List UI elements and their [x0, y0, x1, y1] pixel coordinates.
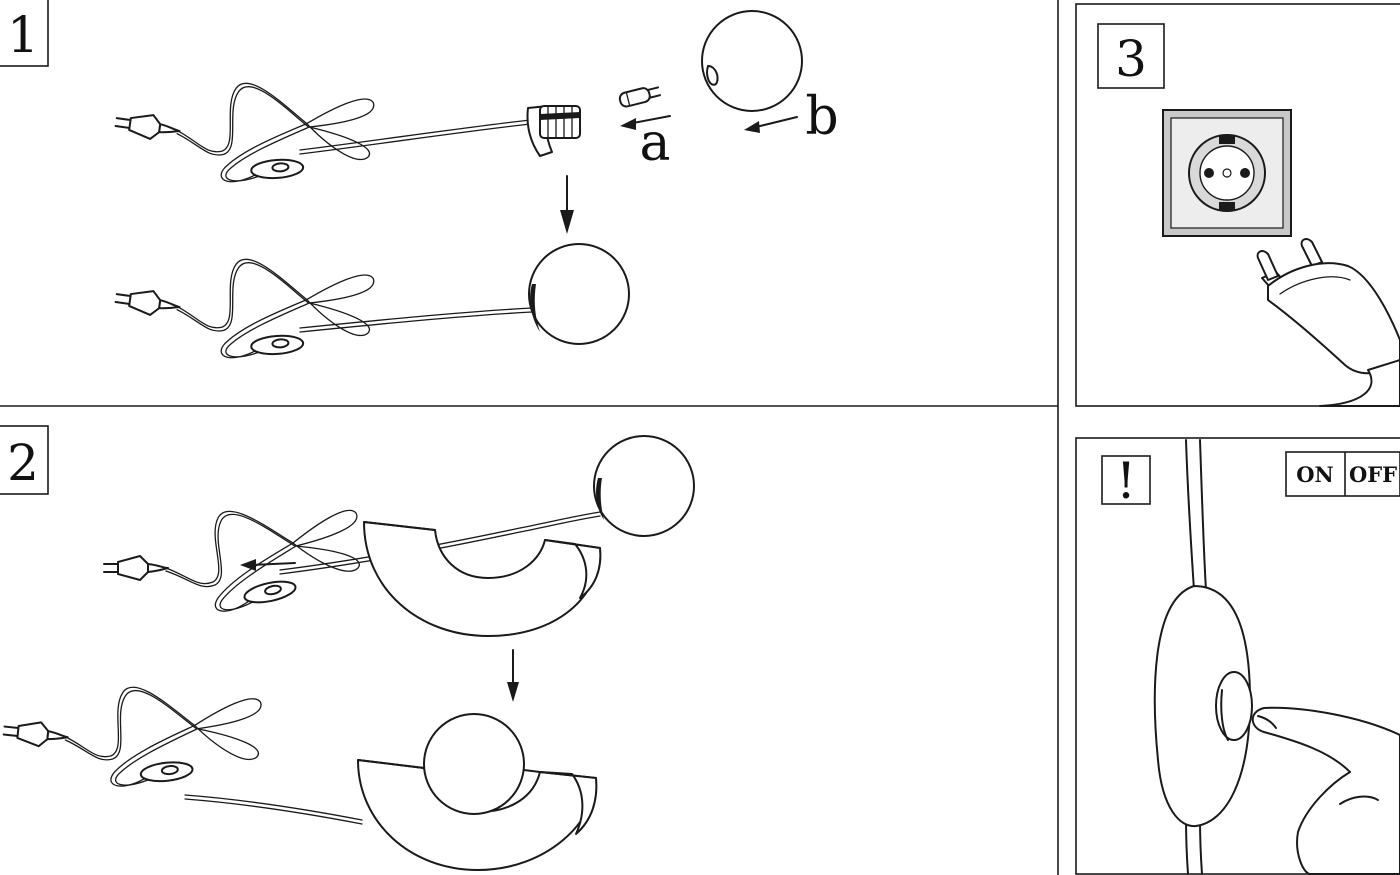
part-a-label: a	[639, 113, 670, 173]
arrow-icon	[620, 115, 671, 130]
cord-with-plug-bottom	[110, 241, 377, 376]
wall-socket-icon	[1162, 109, 1292, 237]
arrow-down-icon	[559, 175, 575, 235]
step-2-number: 2	[7, 434, 39, 492]
cord-with-plug-step2-top	[104, 510, 359, 611]
arrow-icon	[744, 116, 798, 133]
on-off-indicator: ON OFF	[1285, 451, 1400, 497]
step-1-panel: 1 a	[0, 0, 839, 376]
step-3-panel: 3	[1075, 3, 1400, 407]
step-3-frame	[1075, 3, 1400, 407]
warning-symbol: !	[1116, 452, 1136, 510]
cord-to-socket	[299, 119, 531, 151]
cord-with-plug-top	[110, 65, 377, 200]
step-2-number-box	[0, 425, 49, 495]
step-3-number: 3	[1115, 30, 1147, 88]
warning-number-box	[1101, 455, 1151, 505]
step-1-number-box	[0, 0, 49, 67]
globe-shade-icon	[593, 435, 695, 537]
step-2-panel: 2	[0, 425, 695, 871]
part-b-label: b	[805, 87, 838, 147]
step-3-number-box	[1097, 23, 1165, 89]
globe-shade-icon	[701, 10, 803, 112]
finger-icon	[1251, 706, 1400, 875]
plug-icon	[1256, 238, 1400, 407]
cord-with-plug-step2-bottom	[0, 673, 264, 800]
step-warning-panel: ! ON OFF	[1075, 437, 1400, 875]
arrow-icon	[240, 559, 296, 571]
on-label: ON	[1296, 462, 1334, 487]
step-1-number: 1	[7, 6, 39, 64]
warning-frame	[1075, 437, 1400, 875]
cord-switch-icon	[1153, 439, 1253, 875]
off-label: OFF	[1349, 462, 1397, 487]
arrow-down-icon	[507, 649, 519, 702]
bulb-icon	[618, 86, 662, 108]
crescent-base-icon	[363, 521, 602, 637]
assembled-lamp-icon	[357, 713, 598, 871]
assembled-globe-icon	[528, 243, 630, 345]
lamp-socket-icon	[526, 105, 581, 157]
